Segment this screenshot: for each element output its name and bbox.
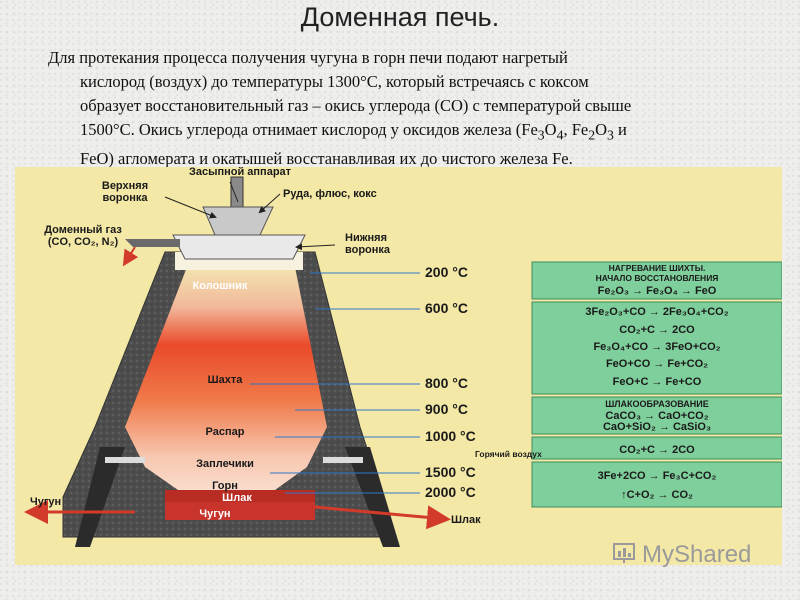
subscript: 4 <box>556 127 564 143</box>
paragraph-line-3: образует восстановительный газ – окись у… <box>80 96 632 115</box>
left-tuyere <box>105 457 145 463</box>
reaction-box-2 <box>531 301 782 395</box>
temperature-label: 900 °C <box>425 401 468 417</box>
paragraph-line-4: 1500°С. Окись углерода отнимает кислород… <box>80 118 782 147</box>
reaction-text: CO₂+C → 2CO <box>619 444 695 456</box>
page-title: Доменная печь. <box>300 2 500 32</box>
label-iron: Чугун <box>199 508 230 520</box>
temperature-label: 1500 °C <box>425 464 476 480</box>
left-support-leg <box>75 447 125 547</box>
temperature-label: 200 °C <box>425 264 468 280</box>
reaction-text: Fe₂O₃ → Fe₃O₄ → FeO <box>598 285 717 297</box>
hearth-iron <box>165 502 315 520</box>
reaction-box-1 <box>531 261 782 300</box>
label-slag-out: Шлак <box>451 514 481 526</box>
reaction-text: Fe₃O₄+CO → 3FeO+CO₂ <box>593 341 720 353</box>
label-top-apparatus: Засыпной аппарат <box>189 167 292 178</box>
temperature-label: 600 °C <box>425 300 468 316</box>
label-lower-funnel-2: воронка <box>345 244 391 256</box>
gas-outlet-pipe <box>125 239 180 247</box>
reaction-text: ↑C+O₂ → CO₂ <box>621 489 693 501</box>
reaction-text: FeO+C → Fe+CO <box>613 376 702 388</box>
label-hearth: Горн <box>212 480 238 492</box>
paragraph-line-4a: 1500°С. Окись углерода отнимает кислород… <box>80 120 538 139</box>
reaction-text: 3Fe₂O₃+CO → 2Fe₃O₄+CO₂ <box>585 306 728 318</box>
myshared-logo-icon <box>612 541 638 565</box>
paragraph-line-1: Для протекания процесса получения чугуна… <box>48 48 568 67</box>
reaction-text: FeO+CO → Fe+CO₂ <box>606 358 708 370</box>
reaction-text: ШЛАКООБРАЗОВАНИЕ <box>605 399 709 409</box>
temperature-label: 2000 °C <box>425 484 476 500</box>
subscript: 2 <box>588 127 596 143</box>
label-slag: Шлак <box>222 492 252 504</box>
label-upper-funnel-2: воронка <box>102 192 148 204</box>
hearth-slag <box>165 490 315 502</box>
reaction-text: НАГРЕВАНИЕ ШИХТЫ. <box>609 263 706 273</box>
label-blast-gas-2: (CO, CO₂, N₂) <box>48 236 119 248</box>
description-paragraph: Для протекания процесса получения чугуна… <box>48 46 782 171</box>
right-tuyere <box>323 457 363 463</box>
label-iron-out: Чугун <box>30 496 61 508</box>
paragraph-line-5: FeO) агломерата и окатышей восстанавлива… <box>80 149 573 169</box>
label-ore: Руда, флюс, кокс <box>283 188 377 200</box>
watermark-text: MyShared <box>642 541 752 568</box>
myshared-watermark: MyShared <box>612 541 751 569</box>
label-shaft: Шахта <box>208 374 244 386</box>
reaction-text: CaCO₃ → CaO+CO₂ <box>605 410 708 422</box>
reaction-box-5 <box>531 461 782 508</box>
label-blast-gas-1: Доменный газ <box>44 224 122 236</box>
furnace-hot-core <box>125 267 327 490</box>
temperature-leader-lines <box>250 272 420 494</box>
upper-funnel <box>202 206 274 236</box>
reaction-box-4 <box>531 436 782 460</box>
subscript: 3 <box>537 127 545 143</box>
label-bosh: Заплечики <box>196 458 254 470</box>
subscript: 3 <box>607 127 614 143</box>
right-support-leg <box>345 447 400 547</box>
paragraph-line-4b: O <box>544 120 557 139</box>
slag-out-arrow <box>314 505 451 530</box>
paragraph-line-4d: O <box>595 120 607 139</box>
label-throat: Колошник <box>193 280 248 292</box>
top-apparatus-pipe <box>230 176 244 208</box>
paragraph-line-2: кислород (воздух) до температуры 1300°С,… <box>80 72 589 91</box>
label-hot-air: Горячий воздух <box>475 449 542 459</box>
label-upper-funnel-1: Верхняя <box>102 180 148 192</box>
label-lower-funnel-1: Нижняя <box>345 232 387 244</box>
label-belly: Распар <box>206 426 245 438</box>
reaction-text: 3Fe+2CO → Fe₃C+CO₂ <box>598 470 717 482</box>
reaction-box-3 <box>531 396 782 435</box>
reaction-text: НАЧАЛО ВОССТАНОВЛЕНИЯ <box>596 273 719 283</box>
temperature-label: 1000 °C <box>425 428 476 444</box>
paragraph-line-4c: , Fe <box>563 120 589 139</box>
gas-out-arrow <box>122 246 139 267</box>
reaction-text: CO₂+C → 2CO <box>619 324 695 336</box>
lower-funnel <box>172 234 306 260</box>
reaction-text: CaO+SiO₂ → CaSiO₃ <box>603 421 711 433</box>
paragraph-line-4e: и <box>613 120 627 139</box>
temperature-label: 800 °C <box>425 375 468 391</box>
